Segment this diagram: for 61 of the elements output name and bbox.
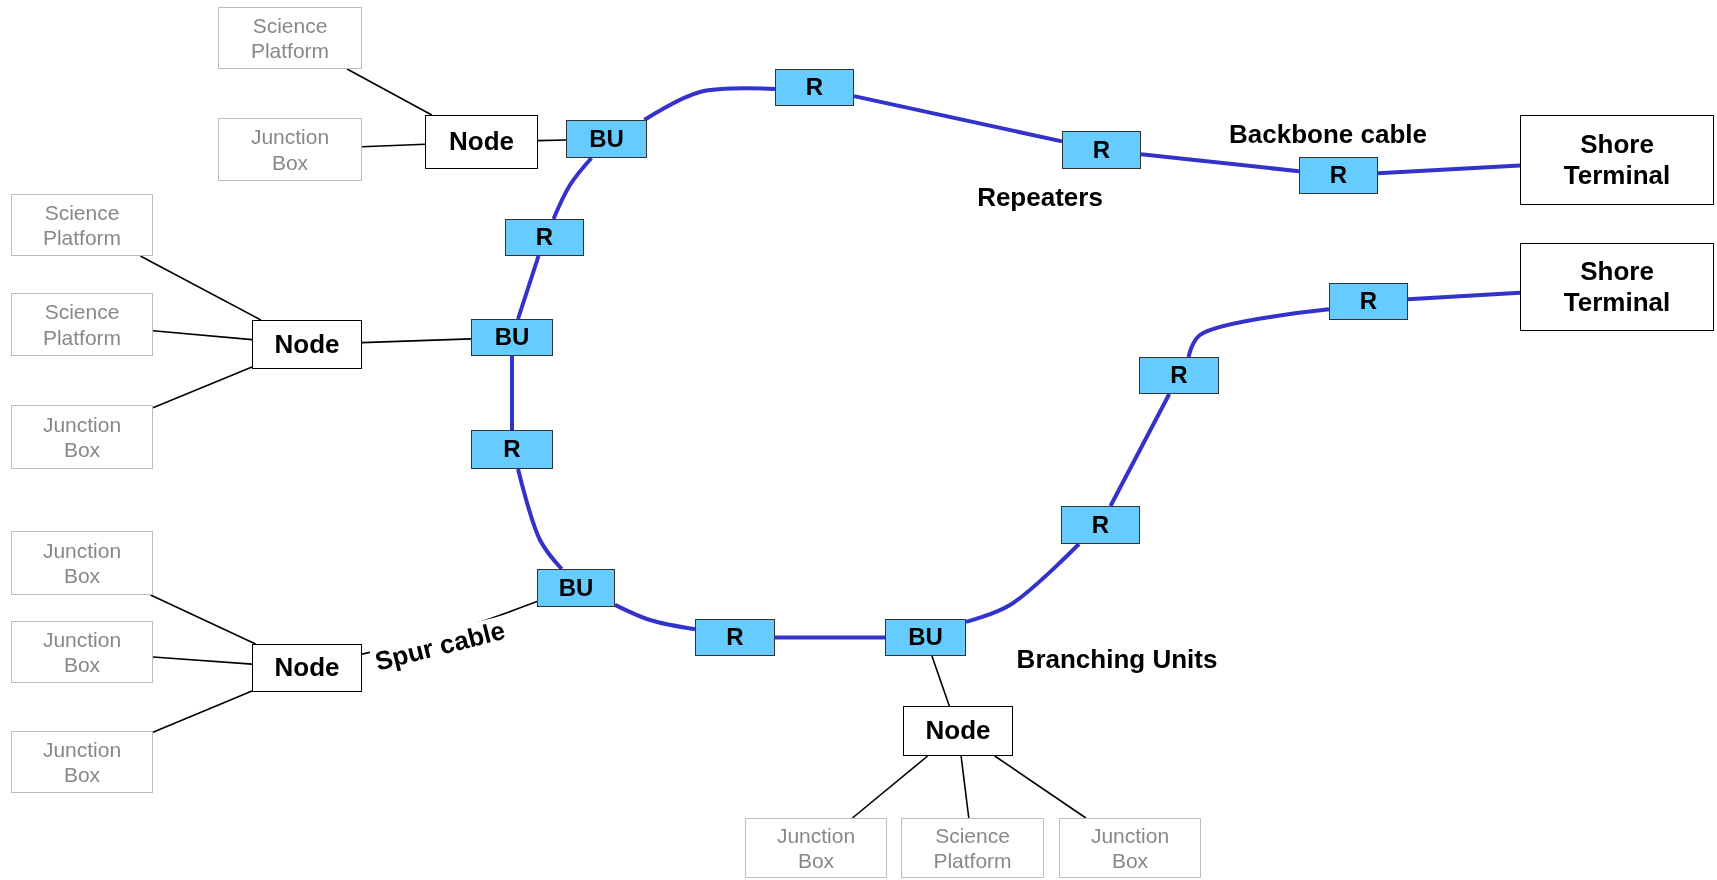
component-box: Junction Box xyxy=(11,731,153,793)
component-box: Science Platform xyxy=(11,194,153,256)
component-box: Science Platform xyxy=(218,7,362,69)
cable-line xyxy=(965,542,1081,624)
cable-line xyxy=(551,156,593,220)
component-box: Junction Box xyxy=(1059,818,1201,878)
connector-line xyxy=(139,255,262,321)
node-box: Node xyxy=(903,706,1013,756)
component-box: Junction Box xyxy=(11,621,153,683)
annotation-label: Branching Units xyxy=(1016,643,1218,675)
repeater-box: R xyxy=(1329,283,1408,320)
cable-line xyxy=(1377,163,1521,176)
connector-line xyxy=(960,755,970,819)
terminal-box: Shore Terminal xyxy=(1520,115,1714,205)
connector-line xyxy=(361,143,426,148)
cable-line xyxy=(510,356,514,430)
component-box: Junction Box xyxy=(11,405,153,469)
connector-line xyxy=(152,690,253,734)
component-box: Junction Box xyxy=(11,531,153,595)
cable-line xyxy=(614,603,696,632)
annotation-label: Backbone cable xyxy=(1229,118,1427,150)
node-box: Node xyxy=(425,115,538,169)
component-box: Junction Box xyxy=(745,818,887,878)
cable-line xyxy=(516,255,541,320)
repeater-box: R xyxy=(775,69,854,106)
node-box: Node xyxy=(252,320,362,369)
repeater-box: R xyxy=(695,619,775,656)
cable-line xyxy=(1108,393,1172,507)
connector-line xyxy=(152,330,253,341)
terminal-box: Shore Terminal xyxy=(1520,243,1714,331)
repeater-box: BU xyxy=(471,319,553,356)
cable-line xyxy=(853,94,1063,144)
connector-line xyxy=(346,68,433,116)
repeater-box: R xyxy=(505,219,584,256)
connector-line xyxy=(361,338,472,344)
cable-line xyxy=(775,635,885,640)
connector-line xyxy=(152,366,253,409)
cable-line xyxy=(1140,152,1300,174)
component-box: Science Platform xyxy=(901,818,1044,878)
connector-line xyxy=(931,655,951,707)
cable-line xyxy=(1186,307,1330,358)
connector-line xyxy=(152,656,253,665)
repeater-box: R xyxy=(1139,357,1219,394)
repeater-box: BU xyxy=(885,619,966,656)
repeater-box: R xyxy=(1061,506,1140,544)
cable-line xyxy=(516,468,564,571)
annotation-label: Repeaters xyxy=(977,181,1103,213)
repeater-box: BU xyxy=(537,569,615,607)
connector-line xyxy=(149,594,257,645)
repeater-box: R xyxy=(1062,131,1141,169)
repeater-box: R xyxy=(1299,157,1378,194)
component-box: Junction Box xyxy=(218,118,362,181)
repeater-box: BU xyxy=(566,120,647,158)
component-box: Science Platform xyxy=(11,293,153,356)
connector-line xyxy=(537,139,567,142)
connector-line xyxy=(993,755,1087,819)
repeater-box: R xyxy=(471,430,553,469)
cable-line xyxy=(643,86,776,122)
node-box: Node xyxy=(252,644,362,692)
connector-line xyxy=(851,755,929,819)
cable-line xyxy=(1407,290,1521,302)
